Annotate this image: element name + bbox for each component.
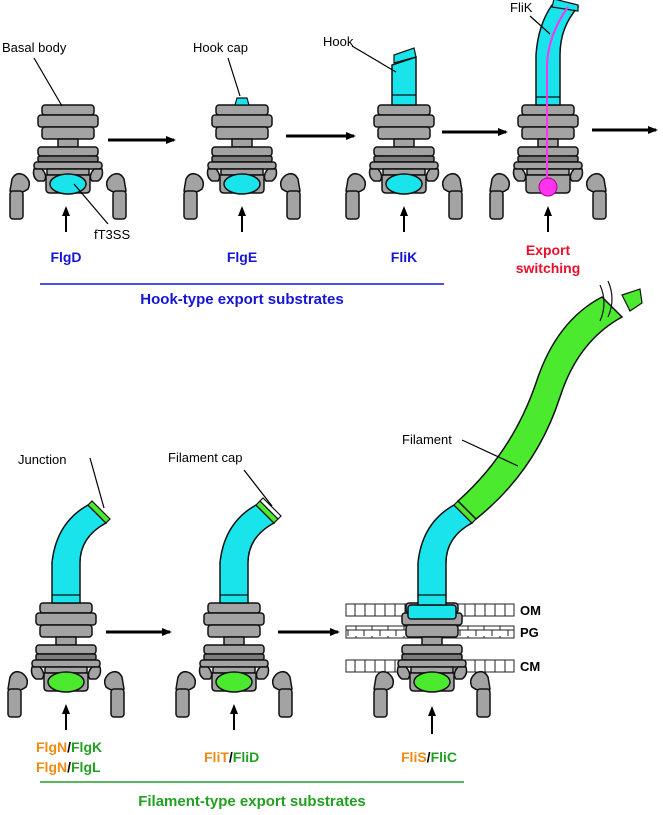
- leader-ft3ss: [73, 183, 109, 225]
- label-flik-top: FliK: [510, 0, 533, 15]
- label-pg: PG: [520, 625, 539, 640]
- leader-basal-body: [33, 57, 63, 107]
- substrate-flge: FlgE: [227, 249, 257, 265]
- stage-7-filament: [373, 280, 643, 718]
- hook-shape: [51, 504, 108, 604]
- leader-filament-cap: [243, 469, 273, 507]
- flik-ruler: [546, 6, 569, 185]
- substrate-ellipse-green: [215, 671, 253, 693]
- label-ft3ss: fT3SS: [94, 227, 130, 242]
- leader-filament: [461, 439, 519, 467]
- filament-break-mark: [599, 280, 613, 322]
- substrate-flgn-flgk: FlgN/FlgK: [36, 739, 102, 755]
- export-switching-line1: Export: [526, 242, 571, 258]
- stage-3-hook: [345, 47, 463, 220]
- substrate-ellipse-cyan: [223, 173, 261, 195]
- hook-shape: [417, 504, 474, 606]
- svg-text:FliT/FliD: FliT/FliD: [204, 749, 259, 765]
- svg-text:FlgN/FlgL: FlgN/FlgL: [36, 759, 101, 775]
- label-basal-body: Basal body: [2, 40, 67, 55]
- leader-flik: [529, 15, 551, 35]
- stage-2-hook-cap: [183, 97, 301, 220]
- substrate-flit-flid: FliT/FliD: [204, 749, 259, 765]
- stage-1-basal-body: [9, 104, 127, 220]
- label-om: OM: [520, 603, 541, 618]
- label-hook-cap: Hook cap: [193, 40, 248, 55]
- stage-5-junction: [7, 500, 125, 718]
- label-hook: Hook: [323, 34, 354, 49]
- filament-shape: [456, 296, 624, 521]
- substrate-ellipse-cyan: [385, 173, 423, 195]
- svg-text:FliS/FliC: FliS/FliC: [401, 749, 457, 765]
- label-junction: Junction: [18, 452, 66, 467]
- substrate-flis-flic: FliS/FliC: [401, 749, 457, 765]
- substrate-ellipse-green: [413, 671, 451, 693]
- short-hook-shape: [391, 55, 417, 106]
- label-filament-cap: Filament cap: [168, 450, 242, 465]
- flik-magenta-dot: [538, 177, 558, 197]
- substrate-flgn-flgl: FlgN/FlgL: [36, 759, 101, 775]
- filament-tip-cap: [621, 288, 643, 312]
- label-filament: Filament: [402, 432, 452, 447]
- leader-hook: [351, 45, 397, 73]
- filament-substrates-caption: Filament-type export substrates: [138, 793, 366, 810]
- stage-4-export-switching: [489, 0, 607, 220]
- long-hook-shape: [535, 4, 580, 106]
- leader-hook-cap: [227, 57, 241, 97]
- leader-junction: [89, 457, 105, 509]
- hook-substrates-caption: Hook-type export substrates: [140, 291, 343, 308]
- l-ring-cyan: [407, 604, 457, 620]
- junction-band: [87, 500, 111, 524]
- filament-cap-shape: [259, 497, 282, 520]
- substrate-ellipse-cyan: [49, 173, 87, 195]
- hook-cap-shape: [234, 97, 250, 106]
- export-switching-line2: switching: [516, 260, 581, 276]
- substrate-flik: FliK: [391, 249, 417, 265]
- svg-text:FlgN/FlgK: FlgN/FlgK: [36, 739, 102, 755]
- substrate-flgd: FlgD: [50, 249, 81, 265]
- hook-shape: [219, 504, 276, 604]
- label-cm: CM: [520, 659, 540, 674]
- substrate-ellipse-green: [47, 671, 85, 693]
- stage-6-filament-cap: [175, 497, 293, 718]
